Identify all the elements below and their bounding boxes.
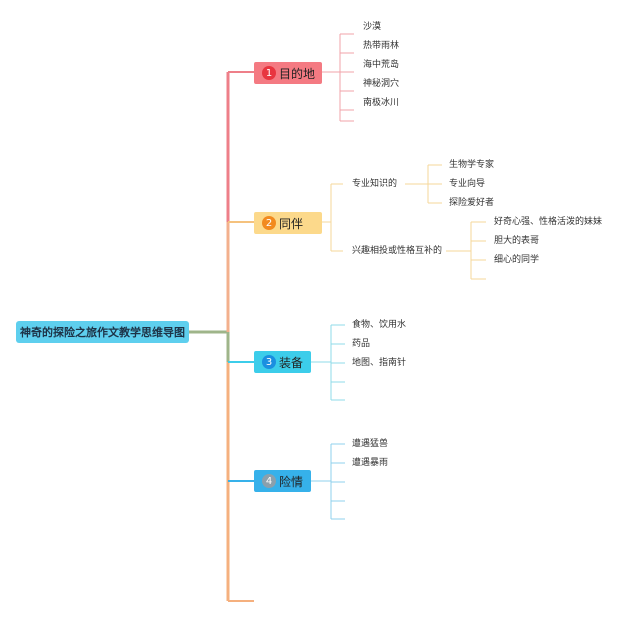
branch4-leaf-lines xyxy=(311,443,345,520)
branch2-leaf-lines xyxy=(322,164,486,280)
number-badge-icon: 4 xyxy=(262,474,276,488)
number-badge-icon: 2 xyxy=(262,216,276,230)
leaf-biologist[interactable]: 生物学专家 xyxy=(449,160,495,170)
subgroup-professional[interactable]: 专业知识的 xyxy=(352,179,398,189)
leaf-island[interactable]: 海中荒岛 xyxy=(363,60,400,70)
branch-equipment[interactable]: 3 装备 xyxy=(254,351,311,373)
leaf-sister[interactable]: 好奇心强、性格活泼的妹妹 xyxy=(494,217,603,227)
leaf-beasts[interactable]: 遭遇猛兽 xyxy=(352,439,389,449)
leaf-rainforest[interactable]: 热带雨林 xyxy=(363,41,400,51)
branch-label: 装备 xyxy=(279,355,304,370)
leaf-medicine[interactable]: 药品 xyxy=(352,339,371,349)
leaf-cousin[interactable]: 胆大的表哥 xyxy=(494,236,540,246)
branch-label: 同伴 xyxy=(279,216,304,231)
branch1-leaf-lines xyxy=(322,33,354,122)
root-node[interactable]: 神奇的探险之旅作文教学思维导图 xyxy=(16,321,189,343)
branch-label: 险情 xyxy=(279,474,304,489)
leaf-food-water[interactable]: 食物、饮用水 xyxy=(352,320,407,330)
leaf-classmate[interactable]: 细心的同学 xyxy=(494,255,540,265)
number-badge-icon: 1 xyxy=(262,66,276,80)
leaf-desert[interactable]: 沙漠 xyxy=(363,22,382,32)
number-badge-icon: 3 xyxy=(262,355,276,369)
branch-danger[interactable]: 4 险情 xyxy=(254,470,311,492)
leaf-glacier[interactable]: 南极冰川 xyxy=(363,98,400,108)
leaf-guide[interactable]: 专业向导 xyxy=(449,179,486,189)
branch-companions[interactable]: 2 同伴 xyxy=(254,212,322,234)
subgroup-like-minded[interactable]: 兴趣相投或性格互补的 xyxy=(352,246,443,256)
leaf-cave[interactable]: 神秘洞穴 xyxy=(363,79,400,89)
leaf-explorer-fan[interactable]: 探险爱好者 xyxy=(449,198,495,208)
branch-destination[interactable]: 1 目的地 xyxy=(254,62,322,84)
leaf-rainstorm[interactable]: 遭遇暴雨 xyxy=(352,458,389,468)
leaf-map-compass[interactable]: 地图、指南针 xyxy=(352,358,407,368)
root-label: 神奇的探险之旅作文教学思维导图 xyxy=(20,326,185,339)
branch3-leaf-lines xyxy=(311,324,345,401)
branch-label: 目的地 xyxy=(279,66,316,81)
